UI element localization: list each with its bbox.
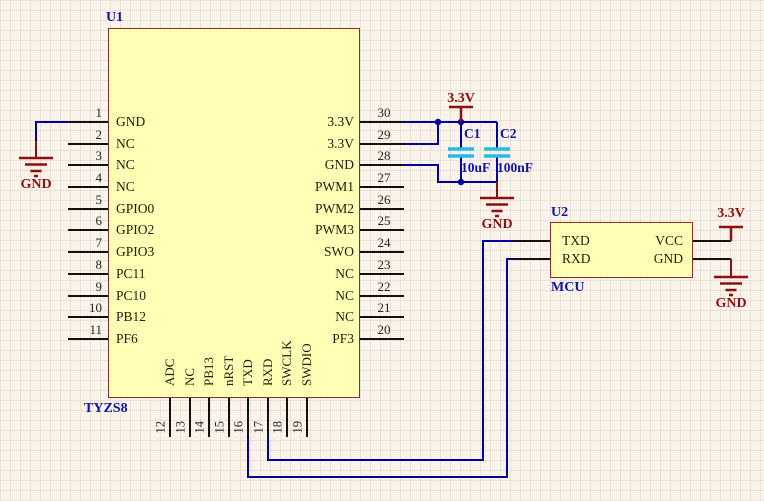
u1-pin-name: PF3 bbox=[332, 331, 354, 346]
u1-pin-name: NC bbox=[335, 309, 354, 324]
u1-pin-name: PWM3 bbox=[314, 222, 354, 237]
power-3v3-u2-symbol[interactable] bbox=[719, 225, 743, 241]
u1-pin-name: NC bbox=[116, 136, 135, 151]
u1-pin-name: GND bbox=[116, 114, 146, 129]
u2-refdes: U2 bbox=[551, 205, 569, 220]
u1-pin-number: 12 bbox=[153, 421, 168, 434]
c2-refdes: C2 bbox=[500, 126, 517, 141]
u1-pin-number: 26 bbox=[377, 192, 391, 207]
u1-pin-name: 3.3V bbox=[327, 114, 354, 129]
gnd-left-symbol[interactable] bbox=[19, 141, 53, 178]
u1-pin-number: 20 bbox=[377, 322, 391, 337]
u1-pin-number: 11 bbox=[89, 322, 102, 337]
u1-pin-number: 30 bbox=[377, 105, 391, 120]
u1-pin-name: 3.3V bbox=[327, 136, 354, 151]
c1-refdes: C1 bbox=[464, 126, 481, 141]
power-label-3v3-u2: 3.3V bbox=[717, 206, 745, 221]
u2-pin-name: GND bbox=[653, 251, 683, 266]
u1-pin-name: PB12 bbox=[116, 309, 147, 324]
u1-pin-number: 8 bbox=[95, 257, 103, 272]
u2-part-label: MCU bbox=[551, 280, 585, 295]
u2-pin-name: RXD bbox=[562, 251, 591, 266]
gnd-mid-symbol[interactable] bbox=[480, 182, 514, 218]
u1-pin-number: 22 bbox=[377, 279, 391, 294]
u1-pin-name: SWCLK bbox=[279, 340, 294, 387]
u1-pin-name: GPIO2 bbox=[116, 222, 155, 237]
power-3v3-top-symbol[interactable] bbox=[449, 105, 473, 122]
wire-gnd-left[interactable] bbox=[35, 121, 68, 141]
u1-pin-number: 23 bbox=[377, 257, 391, 272]
u1-pin-name: PC10 bbox=[116, 288, 147, 303]
u1-pin-name: GPIO3 bbox=[116, 244, 155, 259]
u1-pin-number: 14 bbox=[192, 421, 207, 434]
u2-body[interactable] bbox=[550, 222, 693, 278]
power-label-gnd-left: GND bbox=[20, 177, 52, 192]
u1-bottom-pin-stubs[interactable] bbox=[169, 398, 308, 437]
power-label-gnd-mid: GND bbox=[481, 217, 513, 232]
u1-pin-name: SWDIO bbox=[299, 343, 314, 386]
u1-pin-number: 13 bbox=[173, 421, 188, 434]
u1-pin-number: 2 bbox=[95, 127, 103, 142]
u1-pin-name: SWO bbox=[324, 244, 354, 259]
u1-pin-number: 25 bbox=[377, 213, 391, 228]
gnd-u2-symbol[interactable] bbox=[714, 259, 748, 297]
u1-pin-number: 19 bbox=[290, 421, 305, 434]
u1-pin-number: 28 bbox=[377, 148, 391, 163]
u1-pin-number: 3 bbox=[95, 148, 103, 163]
u1-right-pin-stubs[interactable] bbox=[360, 121, 404, 340]
u1-pin-name: nRST bbox=[221, 355, 236, 386]
u1-pin-name: NC bbox=[116, 157, 135, 172]
u1-pin-number: 18 bbox=[270, 421, 285, 434]
u1-pin-number: 16 bbox=[231, 421, 246, 434]
wire-u1rxd-u2txd[interactable] bbox=[267, 240, 513, 461]
wire-u1txd-u2rxd[interactable] bbox=[247, 258, 513, 478]
u1-pin-name: PC11 bbox=[116, 266, 146, 281]
u1-pin-number: 1 bbox=[95, 105, 103, 120]
u1-pin-name: PWM1 bbox=[314, 179, 354, 194]
u2-pin-name: VCC bbox=[655, 233, 683, 248]
u1-pin-name: GPIO0 bbox=[116, 201, 155, 216]
wire-pin28-gnd[interactable] bbox=[404, 164, 497, 183]
u1-part-label: TYZS8 bbox=[84, 401, 128, 416]
power-label-3v3-top: 3.3V bbox=[447, 91, 475, 106]
c1-value: 10uF bbox=[461, 160, 491, 175]
u1-pin-number: 21 bbox=[377, 300, 391, 315]
u1-pin-name: PF6 bbox=[116, 331, 138, 346]
u1-pin-number: 4 bbox=[95, 170, 103, 185]
u1-pin-number: 6 bbox=[95, 213, 103, 228]
wire-pin29-3v3[interactable] bbox=[404, 122, 439, 145]
u1-left-pin-stubs[interactable] bbox=[68, 121, 108, 340]
u1-pin-name: NC bbox=[182, 367, 197, 386]
u1-pin-number: 24 bbox=[377, 235, 391, 250]
u1-pin-number: 10 bbox=[89, 300, 102, 315]
u1-pin-number: 9 bbox=[95, 279, 103, 294]
junction-dots bbox=[434, 118, 465, 186]
u1-pin-number: 15 bbox=[212, 421, 227, 434]
capacitor-c2-symbol[interactable] bbox=[484, 147, 510, 158]
u2-pin-stubs[interactable] bbox=[513, 240, 731, 260]
u2-pin-name: TXD bbox=[562, 233, 590, 248]
u1-body[interactable] bbox=[108, 28, 360, 398]
u1-pin-name: PWM2 bbox=[314, 201, 354, 216]
u1-pin-name: NC bbox=[335, 288, 354, 303]
u1-pin-number: 7 bbox=[95, 235, 103, 250]
u1-pin-name: RXD bbox=[260, 358, 275, 386]
u1-refdes: U1 bbox=[106, 10, 124, 25]
u1-pin-number: 5 bbox=[95, 192, 103, 207]
u1-pin-name: ADC bbox=[162, 358, 177, 386]
power-label-gnd-u2: GND bbox=[715, 296, 747, 311]
u1-pin-number: 29 bbox=[377, 127, 391, 142]
capacitor-c1-symbol[interactable] bbox=[448, 147, 474, 158]
u1-pin-name: NC bbox=[116, 179, 135, 194]
u1-pin-name: TXD bbox=[240, 359, 255, 386]
c2-value: 100nF bbox=[497, 160, 534, 175]
u1-pin-name: PB13 bbox=[201, 357, 216, 386]
u1-pin-name: NC bbox=[335, 266, 354, 281]
u1-pin-name: GND bbox=[324, 157, 354, 172]
u1-pin-number: 17 bbox=[251, 421, 266, 434]
u1-pin-number: 27 bbox=[377, 170, 391, 185]
